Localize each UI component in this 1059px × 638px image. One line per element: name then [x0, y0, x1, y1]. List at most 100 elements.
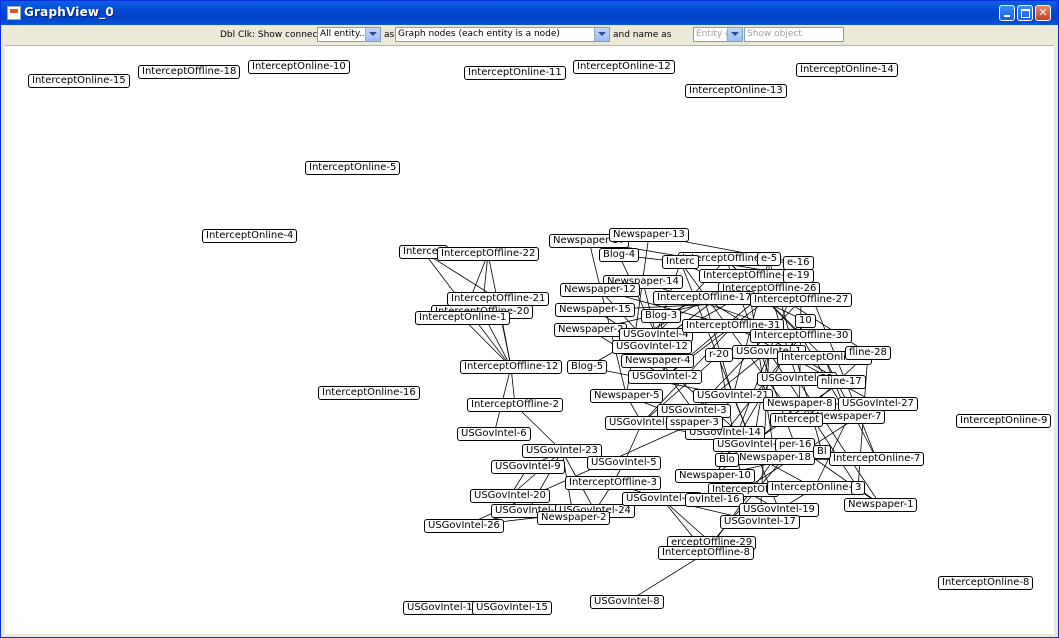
- graph-node[interactable]: 3: [851, 481, 866, 495]
- graph-node[interactable]: InterceptOnline-15: [28, 74, 130, 88]
- graph-node[interactable]: USGovIntel-9: [491, 460, 565, 474]
- graph-node[interactable]: InterceptOnline-14: [796, 63, 898, 77]
- graph-node[interactable]: Blog-4: [599, 248, 640, 262]
- entity-filter-select[interactable]: All entity...: [317, 27, 381, 42]
- graph-node[interactable]: InterceptOnline-12: [573, 60, 675, 74]
- graph-node[interactable]: Interc: [662, 255, 699, 269]
- graph-node[interactable]: sspaper-3: [666, 416, 723, 430]
- graph-node[interactable]: Blog-5: [567, 360, 608, 374]
- graph-node[interactable]: r-20: [705, 348, 733, 362]
- graph-edge: [641, 354, 720, 424]
- graph-edge: [680, 261, 797, 421]
- chevron-down-icon[interactable]: [365, 28, 380, 41]
- graph-edge: [661, 498, 712, 544]
- graph-node[interactable]: USGovIntel-23: [522, 444, 602, 458]
- graph-node[interactable]: InterceptOnline-16: [318, 386, 420, 400]
- graph-node[interactable]: InterceptOffline-17: [653, 291, 756, 305]
- name-as-label: and name as: [613, 30, 672, 40]
- chevron-down-icon[interactable]: [727, 28, 742, 41]
- graph-node[interactable]: InterceptOffline-8: [658, 546, 754, 560]
- graph-edge: [626, 234, 650, 397]
- graph-node[interactable]: USGovIntel-2: [628, 370, 702, 384]
- graph-node[interactable]: USGovIntel-6: [457, 427, 531, 441]
- graph-node[interactable]: InterceptOnline-13: [685, 84, 787, 98]
- graph-node[interactable]: InterceptOnline-8: [938, 576, 1034, 590]
- graph-node[interactable]: Newspaper-12: [560, 283, 640, 297]
- graph-node[interactable]: fline-28: [845, 346, 891, 360]
- name-mode-select[interactable]: Entity group: [693, 27, 743, 42]
- graph-node[interactable]: USGovIntel-17: [720, 515, 800, 529]
- graph-node[interactable]: InterceptOnline-5: [305, 161, 401, 175]
- graph-edge: [642, 281, 657, 336]
- graph-node[interactable]: e-16: [783, 256, 814, 270]
- graph-node[interactable]: Newspaper-10: [675, 469, 755, 483]
- graph-node[interactable]: USGovIntel-20: [470, 489, 550, 503]
- graph-node[interactable]: Bl: [813, 445, 831, 459]
- graph-node[interactable]: InterceptOnline-9: [956, 414, 1052, 428]
- entity-filter-value: All entity...: [320, 29, 368, 39]
- graph-node[interactable]: Blo: [715, 453, 739, 467]
- graph-node[interactable]: InterceptOnline-6: [767, 481, 863, 495]
- graph-node[interactable]: InterceptOffline-30: [750, 329, 853, 343]
- graph-node[interactable]: USGovIntel-12: [612, 340, 692, 354]
- graph-node[interactable]: Newspaper-17: [549, 234, 629, 248]
- graph-node[interactable]: USGovIntel-5: [587, 456, 661, 470]
- graph-node[interactable]: InterceptOffline-9: [699, 269, 795, 283]
- graph-node[interactable]: InterceptOffline-2: [467, 398, 563, 412]
- java-app-icon: [7, 6, 21, 20]
- graph-node[interactable]: USGovIntel-15: [472, 601, 552, 615]
- graph-node[interactable]: Newspaper-7: [812, 410, 886, 424]
- graph-node[interactable]: InterceptOffline-12: [460, 360, 563, 374]
- graph-node[interactable]: InterceptOnline-4: [202, 229, 298, 243]
- title-bar[interactable]: GraphView_0 ✕: [1, 1, 1058, 25]
- graph-node[interactable]: e-5: [757, 252, 782, 266]
- graph-edge: [514, 404, 563, 452]
- graph-node[interactable]: ovIntel-16: [685, 493, 744, 507]
- graph-node[interactable]: USGovIntel-26: [424, 519, 504, 533]
- graph-node[interactable]: per-16: [775, 438, 816, 452]
- window-title: GraphView_0: [24, 5, 114, 19]
- minimize-button[interactable]: [999, 5, 1015, 21]
- graph-node[interactable]: USGovIntel-27: [838, 397, 918, 411]
- graph-edge: [462, 317, 512, 368]
- graph-node[interactable]: Blog-3: [641, 309, 682, 323]
- graph-node[interactable]: Newspaper-5: [590, 389, 664, 403]
- graph-node[interactable]: InterceptOffline-3: [565, 476, 661, 490]
- graph-node[interactable]: Newspaper-2: [554, 323, 628, 337]
- graph-node[interactable]: InterceptOnline-1: [415, 311, 511, 325]
- graph-node[interactable]: Newspaper-15: [555, 303, 635, 317]
- graph-node[interactable]: nline-17: [817, 375, 866, 389]
- graph-node[interactable]: Newspaper-4: [621, 354, 695, 368]
- graph-edge: [718, 354, 744, 491]
- graph-node[interactable]: Newspaper-2: [537, 511, 611, 525]
- graph-node[interactable]: InterceptOnline-7: [829, 452, 925, 466]
- graph-node[interactable]: Intercept: [770, 413, 824, 427]
- graph-edge: [657, 360, 695, 412]
- dblclick-label: Dbl Clk: Show connected: [220, 30, 333, 40]
- graph-node[interactable]: USGovIntel-25: [622, 492, 702, 506]
- show-object-input[interactable]: Show object: [744, 27, 844, 42]
- graph-node[interactable]: InterceptOffline-21: [447, 292, 550, 306]
- graph-node[interactable]: InterceptOnline-10: [248, 60, 350, 74]
- graph-node[interactable]: InterceptOffline-27: [750, 293, 853, 307]
- graph-node[interactable]: InterceptOnline-11: [464, 66, 566, 80]
- toolbar: Dbl Clk: Show connected All entity... as…: [5, 25, 1054, 46]
- graph-node[interactable]: e-19: [783, 269, 814, 283]
- node-mode-select[interactable]: Graph nodes (each entity is a node): [395, 27, 610, 42]
- graph-node[interactable]: USGovIntel-8: [590, 595, 664, 609]
- close-icon: ✕: [1038, 6, 1048, 19]
- graph-node[interactable]: Newspaper-1: [844, 498, 918, 512]
- graph-node[interactable]: USGovIntel-11: [403, 601, 483, 615]
- graph-node[interactable]: 10: [795, 314, 816, 328]
- graph-node[interactable]: Newspaper-8: [763, 397, 837, 411]
- graph-node[interactable]: InterceptOffline-18: [138, 65, 241, 79]
- graph-node[interactable]: InterceptOffline-22: [437, 247, 540, 261]
- graph-node[interactable]: Newspaper-13: [609, 228, 689, 242]
- chevron-down-icon[interactable]: [594, 28, 609, 41]
- close-button[interactable]: ✕: [1035, 5, 1051, 21]
- graph-node[interactable]: Newspaper-18: [735, 451, 815, 465]
- maximize-button[interactable]: [1017, 5, 1033, 21]
- graph-node[interactable]: USGovIntel-21: [693, 389, 773, 403]
